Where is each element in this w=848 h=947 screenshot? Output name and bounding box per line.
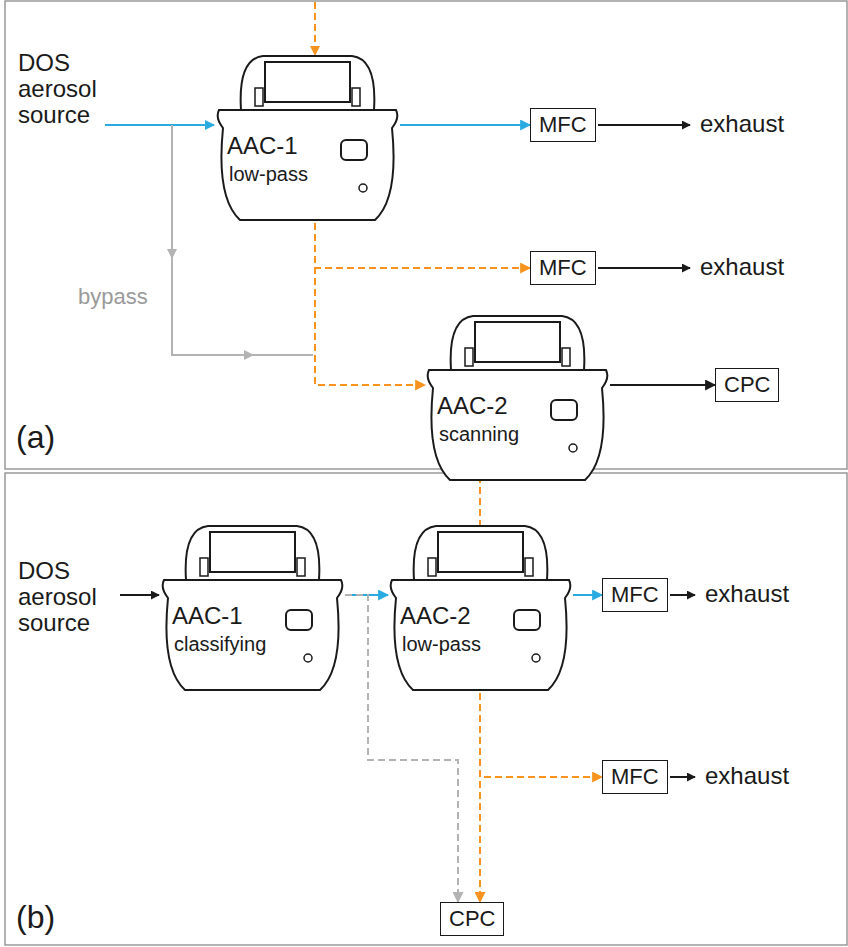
device-mode: scanning [439, 422, 519, 446]
tab [428, 558, 436, 576]
device-name: CPC [449, 906, 495, 932]
device-name: AAC-1 [172, 602, 243, 630]
body [391, 580, 571, 690]
instrument-box: MFC [530, 251, 596, 285]
panel-frame [5, 473, 847, 945]
handle [186, 526, 320, 580]
body [163, 580, 343, 690]
knob [532, 654, 540, 662]
handle [414, 526, 548, 580]
device-name: AAC-2 [400, 602, 471, 630]
classifier-device: AAC-1classifying [160, 518, 345, 693]
tab [562, 348, 570, 366]
instrument-box: MFC [602, 760, 668, 794]
device-mode: classifying [174, 632, 266, 656]
body [428, 370, 608, 480]
text-label: DOS aerosol source [18, 558, 118, 636]
display [514, 610, 540, 630]
display [341, 140, 367, 160]
device-name: MFC [539, 255, 587, 281]
instrument-box: CPC [715, 368, 779, 402]
handle [451, 316, 585, 370]
flow-connector [573, 594, 602, 596]
device-mode: low-pass [229, 162, 308, 186]
instrument-box: CPC [440, 902, 504, 936]
device-name: MFC [611, 582, 659, 608]
inlet-line [120, 594, 159, 596]
window [475, 322, 560, 362]
sheath-inlet [314, 2, 316, 55]
flow-connector [400, 124, 530, 126]
inlet-line [105, 124, 214, 126]
flow-connector [315, 223, 530, 268]
body [218, 110, 398, 220]
device-name: MFC [539, 112, 587, 138]
exhaust-arrow [670, 594, 695, 596]
classifier-device: AAC-2low-pass [388, 518, 573, 693]
device-name: AAC-1 [227, 132, 298, 160]
bypass-arrow [235, 354, 253, 356]
text-label: bypass [78, 285, 148, 309]
tab [297, 558, 305, 576]
device-name: AAC-2 [437, 392, 508, 420]
tab [200, 558, 208, 576]
device-name: MFC [611, 764, 659, 790]
panel-frame [5, 1, 847, 469]
tab [525, 558, 533, 576]
text-label: DOS aerosol source [18, 50, 118, 128]
knob [569, 444, 577, 452]
classifier-device: AAC-1low-pass [215, 48, 400, 223]
instrument-box: MFC [602, 578, 668, 612]
flow-connector [610, 384, 715, 386]
classifier-device: AAC-2scanning [425, 308, 610, 483]
device-mode: low-pass [402, 632, 481, 656]
flow-connector [315, 223, 425, 385]
display [286, 610, 312, 630]
exhaust-arrow [598, 124, 690, 126]
window [265, 62, 350, 102]
display [551, 400, 577, 420]
bypass-arrow [171, 240, 173, 258]
text-label: (b) [16, 900, 55, 935]
tab [465, 348, 473, 366]
tab [255, 88, 263, 106]
text-label: exhaust [705, 581, 789, 607]
device-name: CPC [724, 372, 770, 398]
knob [359, 184, 367, 192]
flow-connector [480, 693, 602, 777]
exhaust-arrow [670, 776, 695, 778]
text-label: exhaust [700, 111, 784, 137]
window [438, 532, 523, 572]
knob [304, 654, 312, 662]
window [210, 532, 295, 572]
exhaust-arrow [598, 267, 690, 269]
instrument-box: MFC [530, 108, 596, 142]
text-label: exhaust [705, 763, 789, 789]
flow-connector [479, 693, 481, 902]
handle [241, 56, 375, 110]
text-label: (a) [16, 420, 55, 455]
tab [352, 88, 360, 106]
text-label: exhaust [700, 254, 784, 280]
